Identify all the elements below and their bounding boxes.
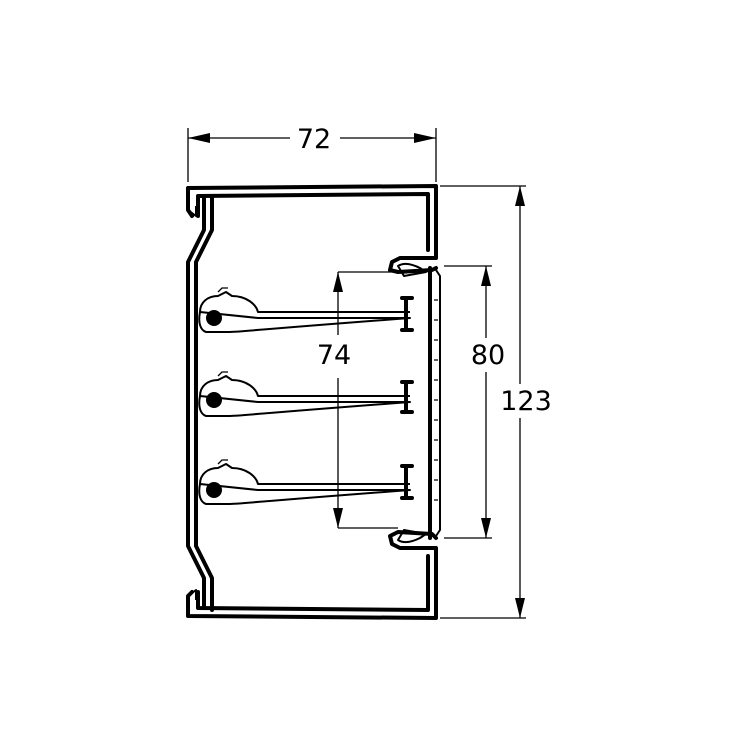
cover-height-label: 80 (471, 340, 505, 371)
cable-holder-1-clip (206, 310, 222, 326)
width-arrow-left (188, 133, 210, 143)
total-arrow-bottom (515, 598, 525, 618)
total-height-label: 123 (500, 386, 552, 417)
cable-holder-1 (198, 287, 414, 333)
cable-holder-3 (198, 459, 414, 505)
cable-holder-2 (198, 371, 414, 417)
cover-arrow-bottom (481, 518, 491, 538)
total-arrow-top (515, 186, 525, 206)
cable-holder-2-clip (206, 392, 222, 408)
trunking-cover (397, 262, 441, 544)
cover-arrow-top (481, 266, 491, 286)
dimension-cover-height: 80 (444, 265, 505, 539)
width-label: 72 (297, 124, 331, 155)
dimension-width: 72 (187, 124, 437, 182)
dimension-inner-height: 74 (317, 271, 398, 529)
dimension-total-height: 123 (440, 185, 552, 619)
inner-height-label: 74 (317, 340, 351, 371)
inner-arrow-bottom (333, 508, 343, 528)
cable-holder-3-clip (206, 482, 222, 498)
trunking-base-profile (186, 184, 438, 620)
width-arrow-right (414, 133, 436, 143)
inner-arrow-top (333, 272, 343, 292)
